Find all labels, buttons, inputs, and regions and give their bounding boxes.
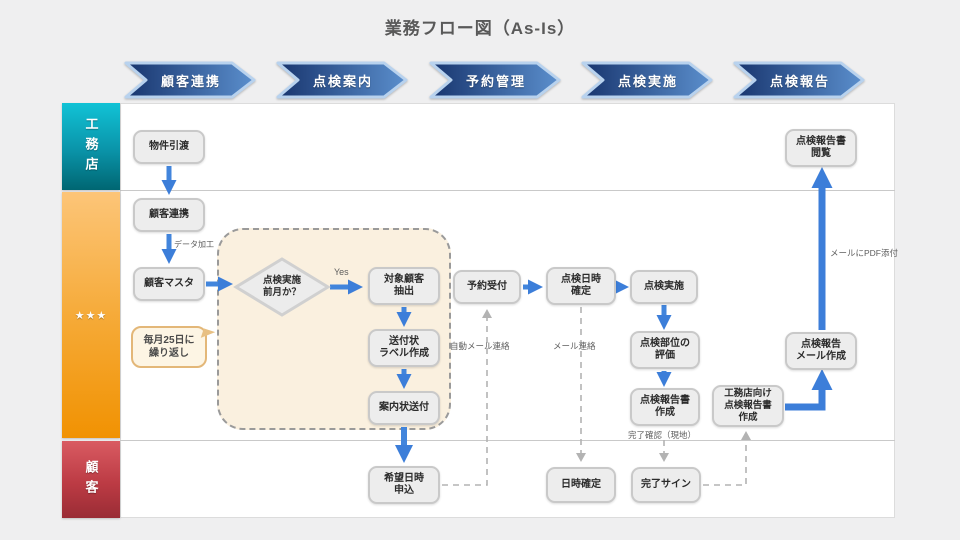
flow-node-reservation-reception: 予約受付	[453, 270, 521, 304]
note-decision-yes: Yes	[334, 267, 349, 277]
lane-header-builder: 工務店	[62, 103, 120, 190]
note-auto-mail: 自動メール連絡	[450, 341, 510, 351]
flow-node-send-invitation: 案内状送付	[368, 391, 440, 425]
flow-node-report-for-builder-create: 工務店向け 点検報告書 作成	[712, 385, 784, 427]
chevron-arrow-shape	[733, 61, 865, 99]
note-data-processing: データ加工	[174, 240, 214, 249]
decision-diamond-shape	[233, 257, 331, 317]
lane-label: 顧客	[83, 459, 99, 500]
flow-node-inspection-part-evaluation: 点検部位の 評価	[630, 331, 700, 369]
phase-chevron-reservation: 予約管理	[429, 60, 563, 100]
phase-chevron-customer-link: 顧客連携	[124, 60, 258, 100]
chevron-arrow-shape	[124, 61, 256, 99]
flow-node-inspection-datetime-fix: 点検日時 確定	[546, 267, 616, 305]
note-mail: メール連絡	[553, 341, 596, 351]
flow-node-cover-letter-labels: 送付状 ラベル作成	[368, 329, 440, 367]
note-pdf-attach: メールにPDF添付	[830, 248, 899, 258]
chevron-arrow-shape	[581, 61, 713, 99]
chevron-arrow-shape	[429, 61, 561, 99]
phase-chevron-inspection-exec: 点検実施	[581, 60, 715, 100]
flow-node-preferred-datetime-apply: 希望日時 申込	[368, 466, 440, 504]
note-completion-check: 完了確認（現地）	[628, 430, 697, 440]
arrow-builder-report-to-mail	[785, 369, 833, 411]
phase-label: 顧客連携	[160, 73, 221, 89]
page-title: 業務フロー図（As-Is）	[384, 19, 576, 38]
decision-label: 点検実施 前月か？	[262, 274, 301, 298]
phase-chevron-inspection-report: 点検報告	[733, 60, 867, 100]
flow-node-inspection-execute: 点検実施	[630, 270, 698, 304]
lane-header-vendor: ★★★	[62, 192, 120, 438]
phase-label: 点検実施	[617, 73, 678, 89]
flow-node-inspection-report-create: 点検報告書 作成	[630, 388, 700, 426]
flow-node-datetime-confirmed: 日時確定	[546, 467, 616, 503]
lane-label: 工務店	[83, 116, 99, 177]
phase-label: 点検案内	[312, 73, 373, 89]
phase-label: 点検報告	[769, 73, 830, 89]
dashed-apply-to-reception	[442, 309, 492, 486]
lane-label: ★★★	[74, 309, 108, 322]
flow-node-target-customer-extract: 対象顧客 抽出	[368, 267, 440, 305]
lane-divider	[120, 440, 895, 441]
flow-node-customer-link: 顧客連携	[133, 198, 205, 232]
chevron-arrow-shape	[276, 61, 408, 99]
flow-node-customer-master: 顧客マスタ	[133, 267, 205, 301]
flow-node-report-view: 点検報告書 閲覧	[785, 129, 857, 167]
phase-label: 予約管理	[465, 73, 526, 89]
phase-chevron-inspection-guide: 点検案内	[276, 60, 410, 100]
lane-header-customer: 顧客	[62, 441, 120, 518]
flow-node-property-handover: 物件引渡	[133, 130, 205, 164]
lane-divider	[120, 190, 895, 191]
flow-node-report-mail-create: 点検報告 メール作成	[785, 332, 857, 370]
dashed-sign-to-builder-report	[703, 431, 751, 486]
monthly-repeat-callout: 毎月25日に 繰り返し	[131, 326, 207, 368]
flow-node-completion-sign: 完了サイン	[631, 467, 701, 503]
